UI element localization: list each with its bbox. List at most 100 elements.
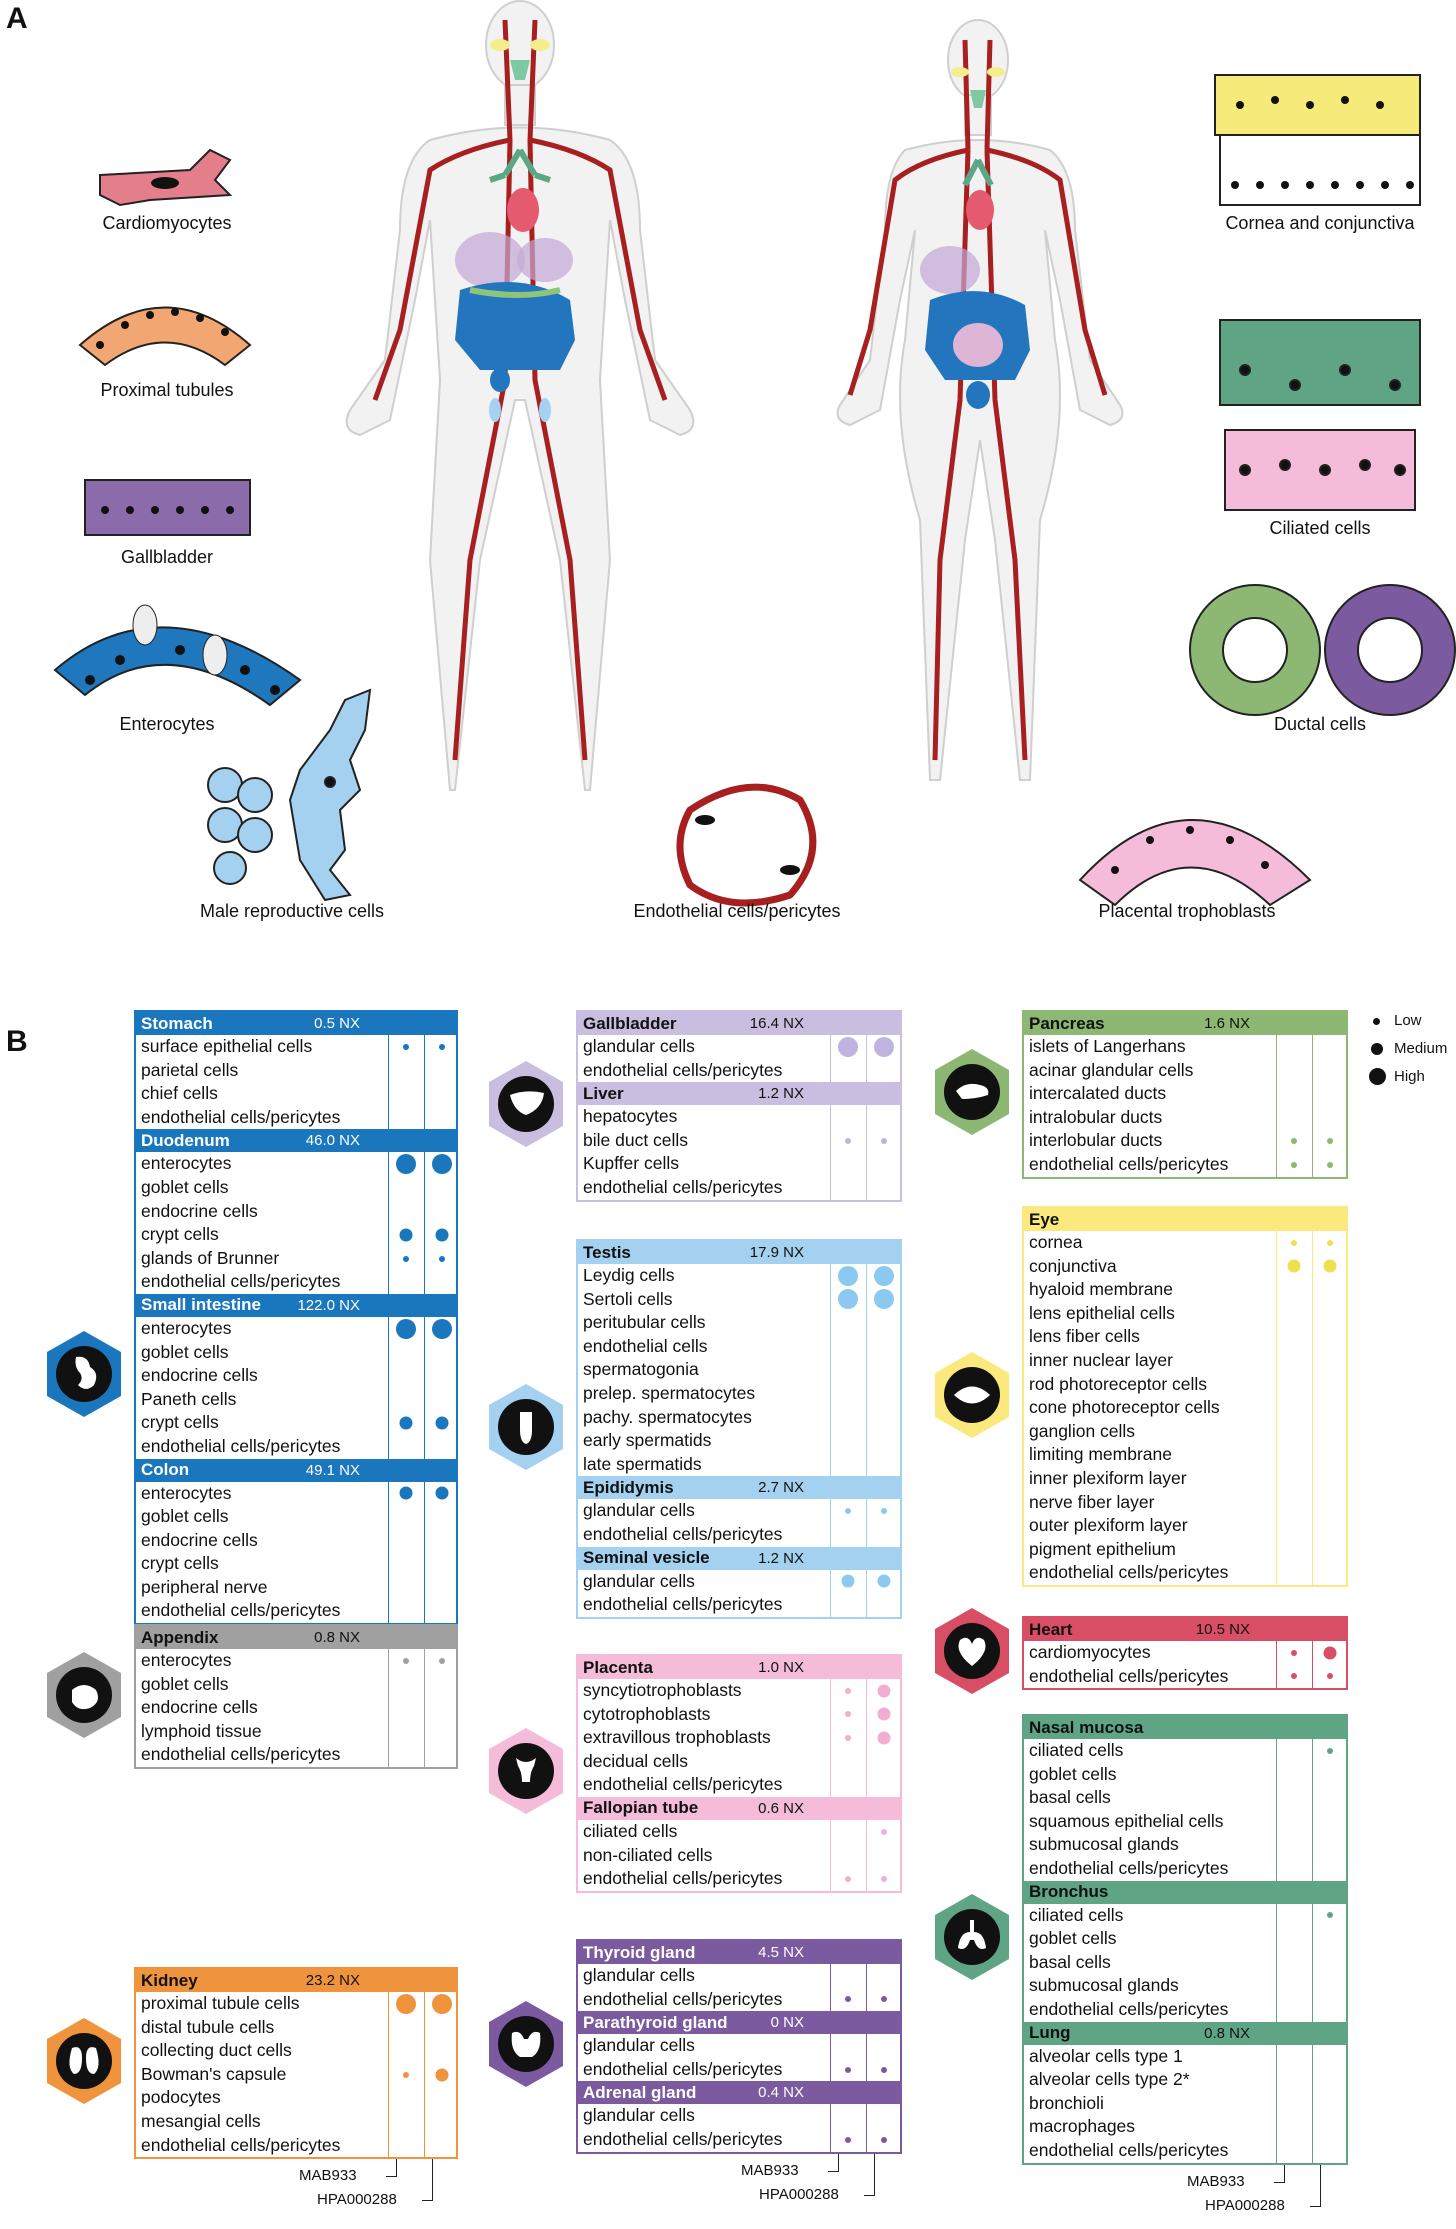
placental-trophoblast-illustration: [1078, 819, 1312, 907]
cell-type-row: podocytes: [136, 2086, 456, 2110]
cell-type-row: lymphoid tissue: [136, 1720, 456, 1744]
hpa000288-expression-dot: [435, 1416, 449, 1430]
cell-type-label: glandular cells: [583, 2035, 695, 2056]
cell-type-label: goblet cells: [141, 1673, 229, 1694]
cell-type-label: chief cells: [141, 1083, 218, 1104]
cell-type-label: enterocytes: [141, 1317, 232, 1338]
organ-nx-value: 4.5 NX: [758, 1944, 804, 1961]
cell-type-row: endothelial cells/pericytes: [578, 1988, 900, 2012]
cell-type-row: lens epithelial cells: [1024, 1302, 1346, 1326]
cell-type-label: Leydig cells: [583, 1265, 675, 1285]
cell-type-label: goblet cells: [141, 1506, 229, 1527]
antibody-connector-line: [864, 2153, 875, 2196]
organ-nx-value: 2.7 NX: [758, 1479, 804, 1497]
cell-type-row: glandular cells: [578, 1570, 900, 1594]
mab933-expression-dot: [845, 2066, 851, 2073]
legend-medium-label: Medium: [1394, 1040, 1448, 1057]
cell-type-label: enterocytes: [141, 1650, 232, 1670]
cell-type-label: endothelial cells/pericytes: [141, 1744, 341, 1765]
organ-name: Gallbladder: [583, 1013, 677, 1033]
cell-type-label: proximal tubule cells: [141, 1993, 300, 2013]
cell-type-label: glandular cells: [583, 2105, 695, 2126]
organ-nx-value: 1.2 NX: [758, 1085, 804, 1103]
organ-nx-value: 0.6 NX: [758, 1799, 804, 1817]
cell-type-label: lymphoid tissue: [141, 1720, 262, 1741]
organ-name: Pancreas: [1029, 1013, 1105, 1033]
cell-type-row: glandular cells: [578, 1499, 900, 1523]
organ-name: Appendix: [141, 1627, 219, 1647]
hpa000288-expression-dot: [877, 1684, 891, 1698]
cell-type-label: crypt cells: [141, 1224, 219, 1245]
antibody-connector-line: [422, 2159, 433, 2202]
antibody-connector-line: [1274, 2164, 1285, 2183]
cell-type-row: cone photoreceptor cells: [1024, 1396, 1346, 1420]
cell-type-label: crypt cells: [141, 1412, 219, 1433]
hpa000288-expression-dot: [1327, 1138, 1333, 1145]
cell-type-label: intralobular ducts: [1029, 1106, 1163, 1127]
cell-type-row: alveolar cells type 2*: [1024, 2068, 1346, 2092]
hpa000288-expression-dot: [435, 1486, 449, 1500]
hpa000288-expression-dot: [881, 1828, 887, 1835]
cell-type-label: glandular cells: [583, 1036, 695, 1056]
cell-type-label: islets of Langerhans: [1029, 1036, 1186, 1056]
cell-type-row: non-ciliated cells: [578, 1844, 900, 1868]
cell-type-row: intercalated ducts: [1024, 1082, 1346, 1106]
cell-type-row: endothelial cells/pericytes: [136, 1106, 456, 1130]
cell-type-label: glandular cells: [583, 1570, 695, 1591]
cell-type-label: endothelial cells/pericytes: [583, 1523, 783, 1544]
hpa000288-expression-dot: [435, 2068, 449, 2082]
organ-name: Kidney: [141, 1970, 198, 1990]
cell-type-row: endothelial cells/pericytes: [1024, 2139, 1346, 2163]
cell-type-label: pigment epithelium: [1029, 1538, 1176, 1559]
hpa000288-expression-dot: [432, 1154, 452, 1175]
cell-type-label: extravillous trophoblasts: [583, 1727, 771, 1748]
cell-type-label: endothelial cells/pericytes: [583, 2128, 783, 2149]
mab933-expression-dot: [403, 1043, 409, 1050]
cell-type-row: glands of Brunner: [136, 1247, 456, 1271]
cell-type-row: ciliated cells: [1024, 1904, 1346, 1928]
cell-type-label: endothelial cells/pericytes: [1029, 1998, 1229, 2019]
organ-name: Stomach: [141, 1013, 213, 1033]
hpa000288-expression-dot: [432, 1318, 452, 1339]
cell-type-label: goblet cells: [141, 1341, 229, 1362]
cell-type-row: extravillous trophoblasts: [578, 1726, 900, 1750]
mab933-expression-dot: [841, 1574, 855, 1588]
cell-type-row: basal cells: [1024, 1786, 1346, 1810]
cell-type-row: Sertoli cells: [578, 1288, 900, 1312]
cell-type-row: endocrine cells: [136, 1529, 456, 1553]
dot-column-divider: [1312, 1618, 1313, 1689]
cell-type-label: peripheral nerve: [141, 1576, 268, 1597]
cell-type-label: lens fiber cells: [1029, 1326, 1140, 1347]
cell-type-label: pachy. spermatocytes: [583, 1406, 752, 1427]
hpa000288-expression-dot: [435, 1228, 449, 1242]
dot-column-divider: [1276, 1618, 1277, 1689]
cell-type-row: proximal tubule cells: [136, 1992, 456, 2016]
cell-type-row: collecting duct cells: [136, 2039, 456, 2063]
cell-type-row: parietal cells: [136, 1059, 456, 1083]
proximal-tubule-illustration: [78, 306, 252, 367]
cell-type-row: endocrine cells: [136, 1696, 456, 1720]
cell-type-row: inner plexiform layer: [1024, 1467, 1346, 1491]
cell-type-label: goblet cells: [1029, 1928, 1117, 1949]
organ-header: Bronchus: [1024, 1880, 1346, 1904]
mab933-expression-dot: [399, 1228, 413, 1242]
female-blood-vessels: [847, 39, 1108, 761]
cell-type-row: crypt cells: [136, 1411, 456, 1435]
cell-type-row: endothelial cells/pericytes: [1024, 1857, 1346, 1881]
cell-type-row: endothelial cells/pericytes: [136, 1599, 456, 1623]
mab933-expression-dot: [399, 1416, 413, 1430]
mab933-expression-dot: [399, 1486, 413, 1500]
organ-nx-value: 0.8 NX: [314, 1629, 360, 1646]
appendix-icon: [47, 1651, 121, 1738]
cell-type-row: submucosal glands: [1024, 1833, 1346, 1857]
organ-name: Seminal vesicle: [583, 1548, 710, 1568]
dot-column-divider: [830, 1941, 831, 2152]
cell-type-row: endothelial cells/pericytes: [578, 2058, 900, 2082]
antibody-connector-line: [828, 2153, 839, 2172]
